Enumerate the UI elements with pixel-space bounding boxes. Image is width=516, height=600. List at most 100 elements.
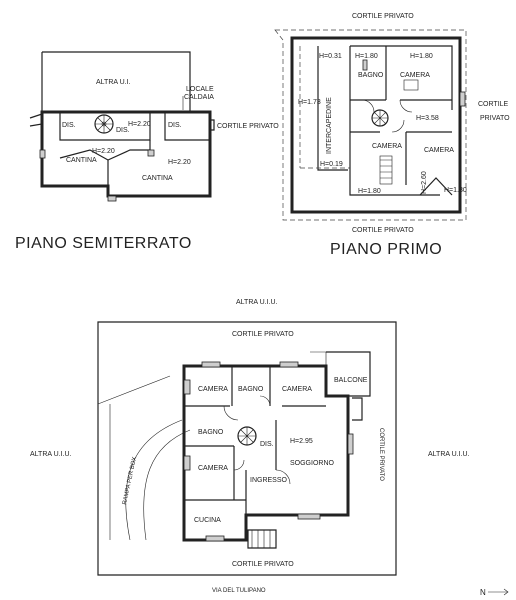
ground-entry-step-lines <box>251 530 271 548</box>
ground-courtyard-top: CORTILE PRIVATO <box>232 331 294 338</box>
ground-height: H=2.95 <box>290 438 313 445</box>
ground-ramp-curve-1 <box>125 419 183 541</box>
ground-ramp-label: RAMPA PER BOX <box>122 456 138 505</box>
ground-living: SOGGIORNO <box>290 460 335 467</box>
ground-balcony-outline <box>326 351 371 397</box>
first-floor-skylight-2-lines <box>380 159 392 179</box>
basement-cellar1-label: CANTINA <box>66 157 97 164</box>
first-floor-gap-wall <box>317 46 348 171</box>
first-floor-bedroom-2: CAMERA <box>372 143 402 150</box>
basement-neighbour-outline <box>42 51 191 112</box>
first-floor-bedroom-1: CAMERA <box>400 72 430 79</box>
first-floor-door-swing-2 <box>399 99 413 113</box>
ground-door-swing-4 <box>233 459 245 471</box>
first-floor-top-wall <box>350 45 453 110</box>
ground-house-outer-wall <box>182 364 350 542</box>
ground-floor-plan: ALTRA U.I.U. ALTRA U.I.U. ALTRA U.I.U. C… <box>30 299 509 597</box>
ground-window-4 <box>347 433 354 455</box>
first-floor-h031: H=0.31 <box>319 53 342 60</box>
basement-boiler-wall <box>164 112 210 141</box>
basement-dis-center: DIS. <box>116 127 130 134</box>
first-floor-roof-vent <box>419 177 453 196</box>
first-floor-outer-wall <box>290 36 462 214</box>
first-floor-h180-a: H=1.80 <box>355 53 378 60</box>
basement-dis-height: H=2.20 <box>128 121 151 128</box>
basement-courtyard-label: CORTILE PRIVATO <box>217 123 279 130</box>
first-floor-gap-dash <box>299 46 350 169</box>
street-label: VIA DEL TULIPANO <box>212 588 266 594</box>
first-floor-dashed-outline <box>274 29 467 221</box>
first-floor-h173: H=1.73 <box>298 99 321 106</box>
basement-cellar-wall <box>59 140 151 161</box>
ground-balcony-stub <box>310 351 327 366</box>
first-floor-window-right <box>459 91 466 107</box>
ground-bedroom-1: CAMERA <box>198 386 228 393</box>
first-floor-courtyard-right-2: PRIVATO <box>480 115 510 122</box>
ground-spiral-treads <box>238 427 256 445</box>
ground-neighbour-top: ALTRA U.I.U. <box>236 299 278 306</box>
ground-entry-steps <box>247 529 277 549</box>
first-floor-title: PIANO PRIMO <box>330 241 442 258</box>
first-floor-intercapedine: INTERCAPEDINE <box>326 97 333 154</box>
basement-column <box>147 149 155 157</box>
basement-boiler-vent <box>210 119 215 131</box>
basement-dis-left: DIS. <box>62 122 76 129</box>
first-floor-h260: H=2.60 <box>421 171 428 194</box>
ground-window-6 <box>279 361 299 368</box>
basement-cellar2-label: CANTINA <box>142 175 173 182</box>
first-floor-plan: CORTILE PRIVATO CORTILE PRIVATO CORTILE … <box>274 13 510 258</box>
ground-bedroom-2: CAMERA <box>282 386 312 393</box>
ground-ramp-edge-1 <box>97 375 171 405</box>
first-floor-courtyard-bottom: CORTILE PRIVATO <box>352 227 414 234</box>
basement-window-bottom <box>107 195 117 202</box>
first-floor-spiral-treads <box>372 110 388 126</box>
ground-courtyard-right: CORTILE PRIVATO <box>378 428 384 481</box>
basement-plan: ALTRA U.I. LOCALE CALDAIA CORTILE PRIVAT… <box>15 51 279 252</box>
first-floor-h180-c: H=1.80 <box>358 188 381 195</box>
first-floor-bathroom: BAGNO <box>358 72 384 79</box>
ground-neighbour-right: ALTRA U.I.U. <box>428 451 470 458</box>
first-floor-bedroom-3: CAMERA <box>424 147 454 154</box>
basement-boiler-label-1: LOCALE <box>186 86 214 93</box>
basement-dis-right: DIS. <box>168 122 182 129</box>
ground-window-2 <box>183 455 191 471</box>
ground-ramp-curve-2 <box>143 429 191 541</box>
ground-bedroom-3: CAMERA <box>198 465 228 472</box>
north-arrow-head-icon <box>503 588 509 596</box>
ground-neighbour-left: ALTRA U.I.U. <box>30 451 72 458</box>
first-floor-bath-window <box>362 59 368 71</box>
first-floor-left-partition <box>349 46 440 196</box>
first-floor-skylight-2 <box>379 155 393 185</box>
basement-title: PIANO SEMITERRATO <box>15 235 192 252</box>
ground-window-7 <box>201 361 221 368</box>
ground-door-swing-1 <box>223 405 239 421</box>
ground-balcony-step <box>352 397 363 421</box>
ground-door-swing-3 <box>275 469 291 485</box>
ground-window-3 <box>297 513 321 520</box>
ground-bathroom-1: BAGNO <box>238 386 264 393</box>
first-floor-courtyard-right-1: CORTILE <box>478 101 509 108</box>
ground-courtyard-bottom: CORTILE PRIVATO <box>232 561 294 568</box>
first-floor-skylight-1 <box>403 79 419 91</box>
ground-window-5 <box>205 535 225 542</box>
basement-cellar1-height: H=2.20 <box>92 148 115 155</box>
first-floor-h019: H=0.19 <box>320 161 343 168</box>
basement-spiral-treads <box>95 115 113 133</box>
ground-bathroom-2: BAGNO <box>198 429 224 436</box>
basement-corridor-wall <box>59 112 130 141</box>
ground-entrance: INGRESSO <box>250 477 288 484</box>
first-floor-door-swing-3 <box>391 119 405 133</box>
ground-hall: DIS. <box>260 441 274 448</box>
first-floor-door-swing-1 <box>361 99 375 113</box>
ground-door-swing-2 <box>259 395 271 407</box>
first-floor-h180-b: H=1.80 <box>410 53 433 60</box>
first-floor-courtyard-top: CORTILE PRIVATO <box>352 13 414 20</box>
basement-cellar2-height: H=2.20 <box>168 159 191 166</box>
first-floor-h358: H=3.58 <box>416 115 439 122</box>
ground-kitchen: CUCINA <box>194 517 221 524</box>
ground-property-boundary <box>97 321 397 576</box>
ground-window-1 <box>183 379 191 395</box>
north-label: N <box>480 588 486 597</box>
basement-neighbour-label: ALTRA U.I. <box>96 79 131 86</box>
